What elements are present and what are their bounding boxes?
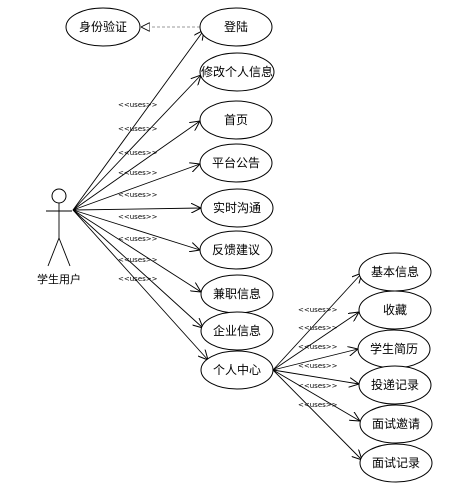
edge-chat [72,208,201,210]
edge-announcement [72,164,200,211]
student-actor: 学生用户 [37,188,81,286]
edge-basic-info [272,273,362,371]
stereo-announcement: <<uses>> [118,149,158,157]
actor-label: 学生用户 [37,272,81,286]
use-case-company[interactable]: 企业信息 [200,311,274,351]
edge-submissions [272,369,359,384]
actor-edges [72,30,208,360]
personal-edge-labels: <<uses>> <<uses>> <<uses>> <<uses>> <<us… [298,306,338,409]
use-case-basic-info[interactable]: 基本信息 [358,252,432,292]
use-case-announcement-label: 平台公告 [212,155,260,170]
personal-edges [272,273,362,460]
use-case-login-label: 登陆 [224,19,248,34]
use-case-favorites[interactable]: 收藏 [358,290,432,330]
stereo-home: <<uses>> [118,125,158,133]
use-case-feedback-label: 反馈建议 [212,243,260,257]
use-case-login[interactable]: 登陆 [199,7,273,47]
use-case-chat[interactable]: 实时沟通 [200,188,274,228]
use-case-invitations-label: 面试邀请 [372,416,420,431]
use-case-interviews[interactable]: 面试记录 [359,443,433,483]
use-case-resume-label: 学生简历 [370,341,418,356]
edge-invitations [272,369,360,421]
stereo-invitations: <<uses>> [298,382,338,390]
edge-personal [72,209,208,360]
edge-home [72,121,200,211]
use-case-resume[interactable]: 学生简历 [357,329,431,369]
actor-head [51,188,67,204]
edge-interviews [272,369,362,460]
use-case-invitations[interactable]: 面试邀请 [359,404,433,444]
stereo-extra: <<uses>> [118,275,158,283]
use-case-home[interactable]: 首页 [199,100,273,140]
stereo-edit-profile: <<uses>> [118,101,158,109]
use-case-edit-profile-label: 修改个人信息 [201,64,273,79]
use-case-personal-label: 个人中心 [213,362,261,377]
use-case-chat-label: 实时沟通 [213,200,261,215]
edge-feedback [72,209,200,250]
use-case-favorites-label: 收藏 [383,303,407,317]
stereo-company: <<uses>> [118,235,158,243]
use-case-edit-profile[interactable]: 修改个人信息 [199,52,275,92]
edge-login [72,30,204,211]
stereo-parttime: <<uses>> [118,213,158,221]
stereo-personal: <<uses>> [118,256,158,264]
edge-company [72,209,203,328]
use-case-home-label: 首页 [224,113,248,127]
actor-left-leg [47,237,60,267]
use-case-parttime-label: 兼职信息 [213,286,261,301]
stereo-resume: <<uses>> [298,343,338,351]
use-case-announcement[interactable]: 平台公告 [199,143,273,183]
use-case-personal[interactable]: 个人中心 [200,350,274,390]
use-case-interviews-label: 面试记录 [372,455,420,470]
edge-edit-profile [72,75,201,211]
actor-edge-labels: <<uses>> <<uses>> <<uses>> <<uses>> <<us… [118,101,158,283]
edge-parttime [72,209,201,292]
use-case-basic-info-label: 基本信息 [371,264,419,279]
edge-favorites [272,312,359,371]
use-case-company-label: 企业信息 [213,323,261,338]
use-case-submissions[interactable]: 投递记录 [358,365,432,405]
stereo-submissions: <<uses>> [298,362,338,370]
stereo-feedback: <<uses>> [118,191,158,199]
stereo-basic-info: <<uses>> [298,306,338,314]
edge-resume [272,349,358,371]
stereo-chat: <<uses>> [118,169,158,177]
use-case-submissions-label: 投递记录 [371,377,419,392]
use-case-auth-label: 身份验证 [79,19,127,34]
stereo-interviews: <<uses>> [298,401,338,409]
use-case-parttime[interactable]: 兼职信息 [200,274,274,314]
actor-right-leg [58,237,71,267]
use-case-feedback[interactable]: 反馈建议 [199,230,273,270]
use-case-auth[interactable]: 身份验证 [65,7,141,47]
stereo-favorites: <<uses>> [298,324,338,332]
